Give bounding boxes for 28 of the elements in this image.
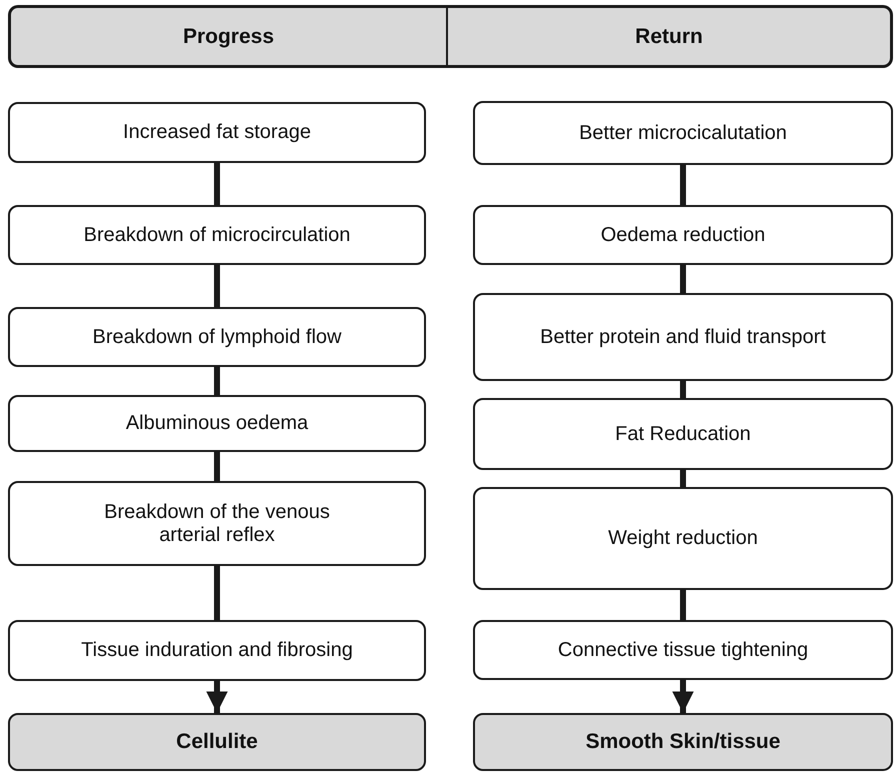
process-box: Breakdown of microcirculation: [8, 205, 426, 265]
arrow: [206, 681, 228, 713]
connector-line: [214, 452, 220, 481]
column-header: Progress: [8, 5, 447, 68]
connector-line: [680, 470, 686, 487]
connector-line: [680, 381, 686, 398]
connector-line: [214, 265, 220, 307]
process-box: Connective tissue tightening: [473, 620, 893, 680]
process-box: Weight reduction: [473, 487, 893, 590]
process-box: Albuminous oedema: [8, 395, 426, 452]
process-box: Better protein and fluid transport: [473, 293, 893, 381]
connector-line: [680, 590, 686, 620]
process-box: Oedema reduction: [473, 205, 893, 265]
arrow: [672, 680, 694, 713]
process-box: Breakdown of lymphoid flow: [8, 307, 426, 367]
connector-line: [680, 165, 686, 205]
process-box: Increased fat storage: [8, 102, 426, 163]
connector-line: [680, 265, 686, 293]
process-box: Better microcicalutation: [473, 101, 893, 165]
connector-line: [214, 163, 220, 205]
connector-line: [214, 367, 220, 395]
process-box: Tissue induration and fibrosing: [8, 620, 426, 681]
process-box: Fat Reducation: [473, 398, 893, 470]
outcome-box: Smooth Skin/tissue: [473, 713, 893, 771]
column-header: Return: [447, 5, 893, 68]
outcome-box: Cellulite: [8, 713, 426, 771]
process-box: Breakdown of the venous arterial reflex: [8, 481, 426, 566]
connector-line: [214, 566, 220, 620]
